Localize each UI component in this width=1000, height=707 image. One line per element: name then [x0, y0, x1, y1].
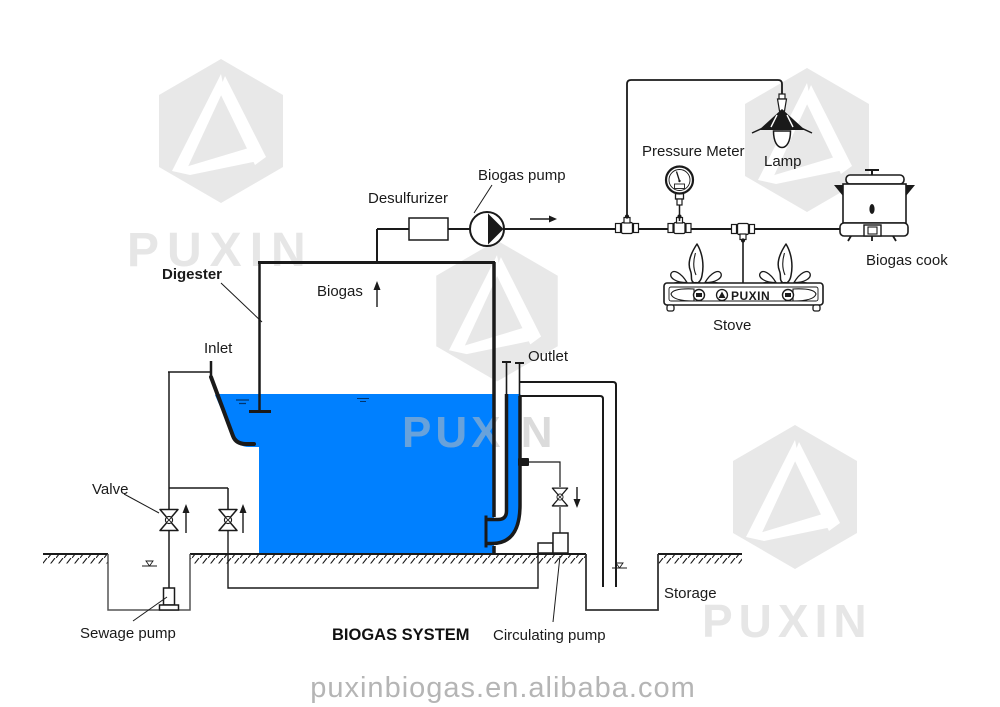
puxin-watermark-text-center: PUXIN: [402, 408, 556, 457]
leader-lines: [123, 184, 561, 623]
pressure-meter-gauge: [664, 165, 695, 221]
label-pressure-meter: Pressure Meter: [642, 143, 745, 160]
tee-fitting-icon: [730, 222, 756, 243]
label-outlet: Outlet: [528, 348, 569, 365]
stove-brand-text: PUXIN: [731, 289, 770, 303]
puxin-watermark-text-bottomright: PUXIN: [702, 595, 873, 647]
label-biogas-cook: Biogas cook: [866, 252, 948, 269]
biogas-pump-symbol: [469, 211, 505, 247]
storage-pit: [585, 554, 659, 611]
label-lamp: Lamp: [764, 153, 802, 170]
label-biogas: Biogas: [317, 283, 363, 300]
circulating-pump-step: [537, 542, 554, 554]
circulating-pump-body: [552, 532, 569, 554]
label-circulating-pump: Circulating pump: [493, 627, 606, 644]
burner-flame-icon: [758, 243, 812, 285]
up-arrow-icon: [182, 504, 190, 533]
valve-icon-left: [159, 508, 179, 532]
lamp-loop-pipe: [626, 79, 783, 221]
inlet-funnel: [168, 361, 256, 446]
diagram-title: BIOGAS SYSTEM: [332, 626, 470, 644]
sewage-pit: [107, 554, 191, 611]
circulating-valve-icon: [551, 487, 569, 507]
riser-tap-nub: [518, 458, 529, 466]
label-digester: Digester: [162, 266, 222, 283]
inlet-plumbing: [158, 372, 539, 611]
circulating-line: [529, 461, 581, 554]
ground-line: [43, 553, 742, 564]
burner-flame-icon: [669, 243, 723, 285]
label-desulfurizer: Desulfurizer: [368, 190, 448, 207]
stove-appliance: PUXIN: [663, 243, 824, 312]
desulfurizer-box: [408, 217, 449, 241]
tee-fitting-icon: [614, 214, 640, 235]
label-storage: Storage: [664, 585, 717, 602]
up-arrow-icon: [239, 504, 247, 533]
flow-arrow-icon: [530, 215, 557, 223]
label-stove: Stove: [713, 317, 751, 334]
label-sewage-pump: Sewage pump: [80, 625, 176, 642]
label-biogas-pump: Biogas pump: [478, 167, 566, 184]
puxin-watermark-text-topleft: PUXIN: [127, 224, 314, 277]
biogas-cooker: [834, 169, 915, 242]
digester-liquid: [215, 394, 494, 553]
alibaba-url-watermark: puxinbiogas.en.alibaba.com: [310, 672, 696, 704]
outlet-pipe: [484, 361, 617, 587]
biogas-up-arrow-icon: [373, 281, 381, 307]
gas-line: [373, 79, 858, 307]
digester-tank: [249, 261, 496, 553]
valve-icon-right: [218, 508, 238, 532]
lamp-fixture: [751, 93, 813, 149]
label-valve: Valve: [92, 481, 128, 498]
label-inlet: Inlet: [204, 340, 233, 357]
sewage-pump-symbol: [158, 587, 180, 611]
